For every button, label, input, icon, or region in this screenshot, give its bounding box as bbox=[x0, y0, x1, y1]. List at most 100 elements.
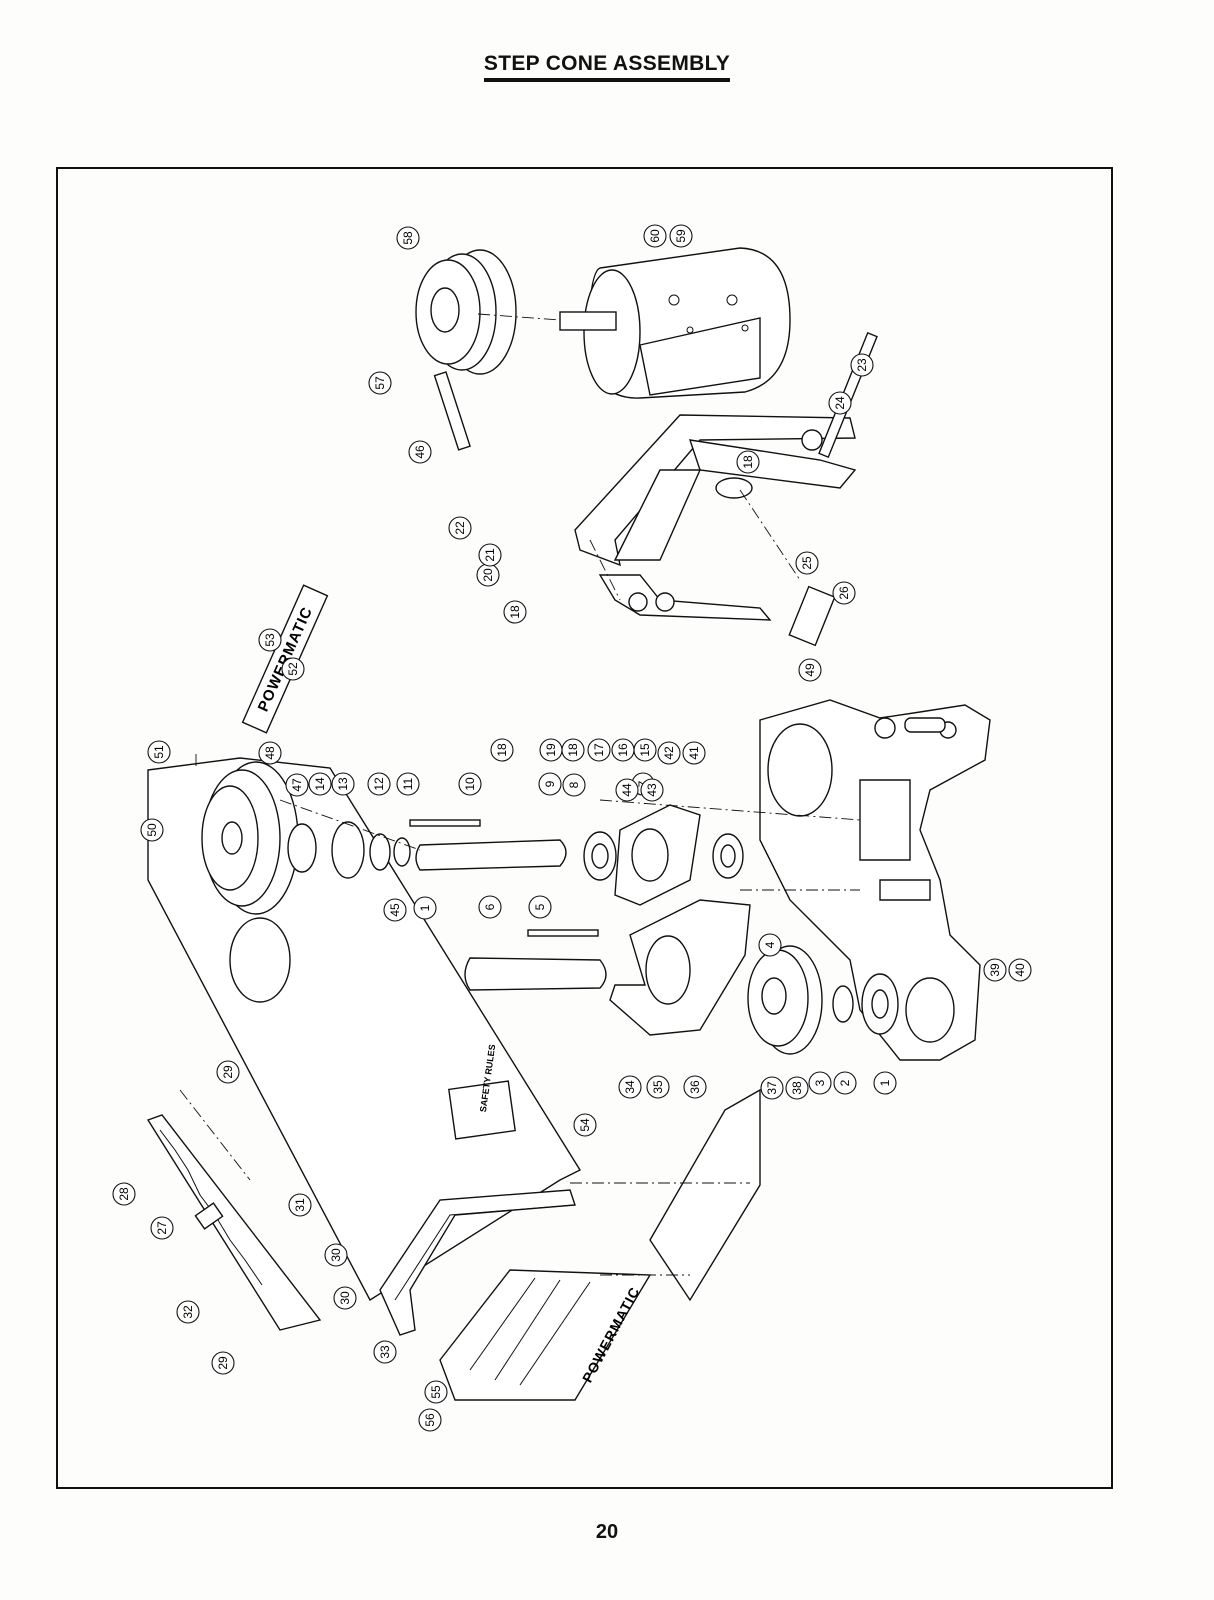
callout-29: 29 bbox=[216, 1060, 240, 1084]
callout-circle bbox=[478, 895, 502, 919]
callout-23: 23 bbox=[850, 353, 874, 377]
callout-number: 32 bbox=[181, 1305, 195, 1319]
callout-circle bbox=[539, 738, 563, 762]
callout-40: 40 bbox=[1008, 958, 1032, 982]
callout-25: 25 bbox=[795, 551, 819, 575]
callout-10: 10 bbox=[458, 772, 482, 796]
callout-circle bbox=[646, 1075, 670, 1099]
callout-circle bbox=[785, 1076, 809, 1100]
callout-3: 3 bbox=[808, 1071, 832, 1095]
callout-number: 29 bbox=[216, 1356, 230, 1370]
callout-number: 1 bbox=[418, 904, 432, 911]
callout-circle bbox=[643, 224, 667, 248]
guard-door-frame bbox=[379, 1189, 576, 1336]
diagram-frame bbox=[56, 167, 1113, 1489]
callout-circle bbox=[503, 600, 527, 624]
callout-number: 45 bbox=[388, 903, 402, 917]
callout-number: 11 bbox=[401, 777, 415, 790]
callout-36: 36 bbox=[683, 1075, 707, 1099]
callout-number: 24 bbox=[833, 396, 847, 410]
callout-circle bbox=[682, 741, 706, 765]
callout-18: 18 bbox=[490, 738, 514, 762]
gearbox-housing bbox=[759, 699, 991, 1061]
nameplate-top-text: POWERMATIC bbox=[255, 604, 317, 714]
callout-30: 30 bbox=[324, 1243, 348, 1267]
callout-number: 50 bbox=[145, 823, 159, 837]
callout-circle bbox=[1008, 958, 1032, 982]
callout-number: 18 bbox=[741, 455, 755, 469]
callout-22: 22 bbox=[448, 516, 472, 540]
callout-19: 19 bbox=[539, 738, 563, 762]
callout-28: 28 bbox=[112, 1182, 136, 1206]
callout-number: 16 bbox=[616, 743, 630, 757]
callout-number: 51 bbox=[152, 745, 166, 759]
callout-43: 43 bbox=[640, 778, 664, 802]
callout-number: 39 bbox=[988, 963, 1002, 977]
callout-circle bbox=[211, 1351, 235, 1375]
callout-number: 22 bbox=[453, 521, 467, 535]
callout-circle bbox=[413, 896, 437, 920]
callout-number: 20 bbox=[481, 568, 495, 582]
callout-55: 55 bbox=[424, 1380, 448, 1404]
guard-door: POWERMATIC bbox=[439, 1269, 652, 1401]
callout-circle bbox=[795, 551, 819, 575]
callout-37: 37 bbox=[760, 1076, 784, 1100]
nameplate-top: POWERMATIC bbox=[241, 584, 329, 734]
callout-50: 50 bbox=[140, 818, 164, 842]
callout-circle bbox=[615, 778, 639, 802]
callout-circle bbox=[383, 898, 407, 922]
callout-circle bbox=[736, 450, 760, 474]
page-number: 20 bbox=[595, 1521, 619, 1543]
callout-52: 52 bbox=[281, 657, 305, 681]
callout-number: 14 bbox=[313, 777, 327, 791]
callout-circle bbox=[324, 1243, 348, 1267]
side-panel bbox=[649, 1088, 761, 1302]
motor-pulley bbox=[415, 249, 517, 451]
callout-1: 1 bbox=[413, 896, 437, 920]
callout-number: 57 bbox=[373, 376, 387, 390]
callout-number: 10 bbox=[463, 777, 477, 791]
callout-1: 1 bbox=[873, 1071, 897, 1095]
callout-number: 37 bbox=[765, 1081, 779, 1095]
lower-pulley bbox=[747, 945, 899, 1055]
callout-circle bbox=[573, 1113, 597, 1137]
callout-circle bbox=[140, 818, 164, 842]
callout-circle bbox=[112, 1182, 136, 1206]
callout-number: 52 bbox=[286, 662, 300, 676]
callout-circle bbox=[281, 657, 305, 681]
callout-32: 32 bbox=[176, 1300, 200, 1324]
callout-58: 58 bbox=[396, 226, 420, 250]
callout-number: 35 bbox=[651, 1080, 665, 1094]
callout-number: 21 bbox=[483, 548, 497, 562]
callout-number: 43 bbox=[645, 783, 659, 797]
callout-circle bbox=[285, 773, 309, 797]
callout-number: 23 bbox=[855, 358, 869, 372]
callout-15: 15 bbox=[633, 738, 657, 762]
callout-circle bbox=[258, 628, 282, 652]
callout-circle bbox=[490, 738, 514, 762]
callout-number: 56 bbox=[423, 1413, 437, 1427]
callout-number: 1 bbox=[878, 1079, 892, 1086]
callout-number: 26 bbox=[837, 586, 851, 600]
callout-number: 28 bbox=[117, 1187, 131, 1201]
callout-number: 53 bbox=[263, 633, 277, 647]
callout-33: 33 bbox=[373, 1340, 397, 1364]
callout-26: 26 bbox=[832, 581, 856, 605]
callout-number: 60 bbox=[648, 229, 662, 243]
callout-number: 18 bbox=[566, 743, 580, 757]
callout-circle bbox=[828, 391, 852, 415]
callout-number: 9 bbox=[543, 780, 557, 787]
motor bbox=[559, 247, 791, 399]
callout-circle bbox=[798, 658, 822, 682]
callout-51: 51 bbox=[147, 740, 171, 764]
callout-circle bbox=[367, 772, 391, 796]
callout-number: 36 bbox=[688, 1080, 702, 1094]
callout-number: 46 bbox=[413, 445, 427, 459]
callout-circle bbox=[640, 778, 664, 802]
callout-circle bbox=[368, 371, 392, 395]
page-title-text: STEP CONE ASSEMBLY bbox=[483, 52, 731, 82]
callout-20: 20 bbox=[476, 563, 500, 587]
callout-41: 41 bbox=[682, 741, 706, 765]
callout-number: 18 bbox=[508, 605, 522, 619]
